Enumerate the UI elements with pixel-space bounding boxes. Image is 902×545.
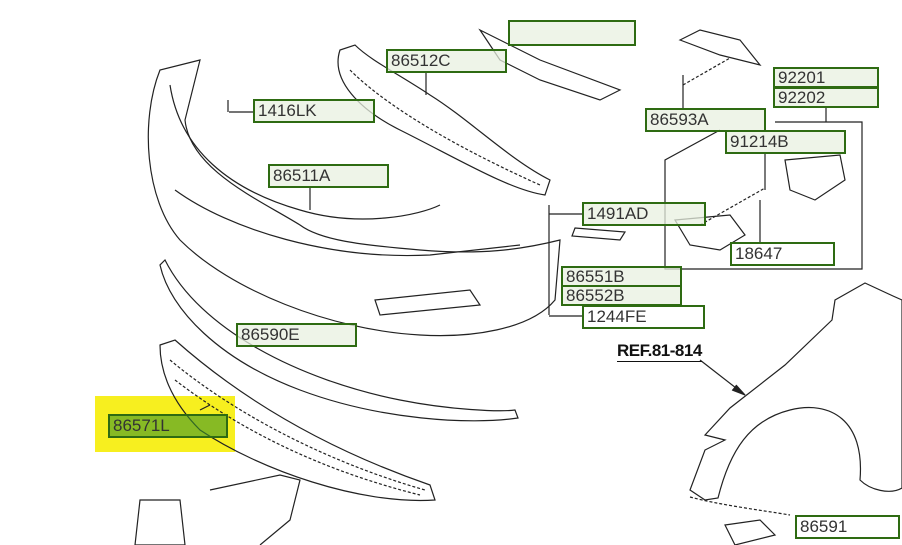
part-label-86512C[interactable]: 86512C: [386, 49, 507, 73]
part-label-86590E[interactable]: 86590E: [236, 323, 357, 347]
part-label-86511A[interactable]: 86511A: [268, 164, 389, 188]
part-label-1416LK[interactable]: 1416LK: [253, 99, 375, 123]
lower-grille: [159, 339, 436, 502]
part-label-86552B[interactable]: 86552B: [561, 285, 682, 306]
part-label-92201[interactable]: 92201: [773, 67, 879, 88]
fender: [689, 282, 902, 501]
bumper-cover: [147, 59, 561, 337]
lip-spoiler: [159, 258, 519, 422]
part-label-86551B[interactable]: 86551B: [561, 266, 682, 287]
part-label-86591[interactable]: 86591: [795, 515, 900, 539]
part-label-91214B[interactable]: 91214B: [725, 130, 846, 154]
part-label-18647[interactable]: 18647: [730, 242, 835, 266]
part-label-86571L[interactable]: 86571L: [108, 414, 228, 438]
part-label-1491AD[interactable]: 1491AD: [582, 202, 706, 226]
part-label-1244FE[interactable]: 1244FE: [582, 305, 705, 329]
reference-link[interactable]: REF.81-814: [617, 341, 702, 362]
part-label-92202[interactable]: 92202: [773, 87, 879, 108]
part-label-cropped[interactable]: [508, 20, 636, 46]
part-label-86593A[interactable]: 86593A: [645, 108, 766, 132]
